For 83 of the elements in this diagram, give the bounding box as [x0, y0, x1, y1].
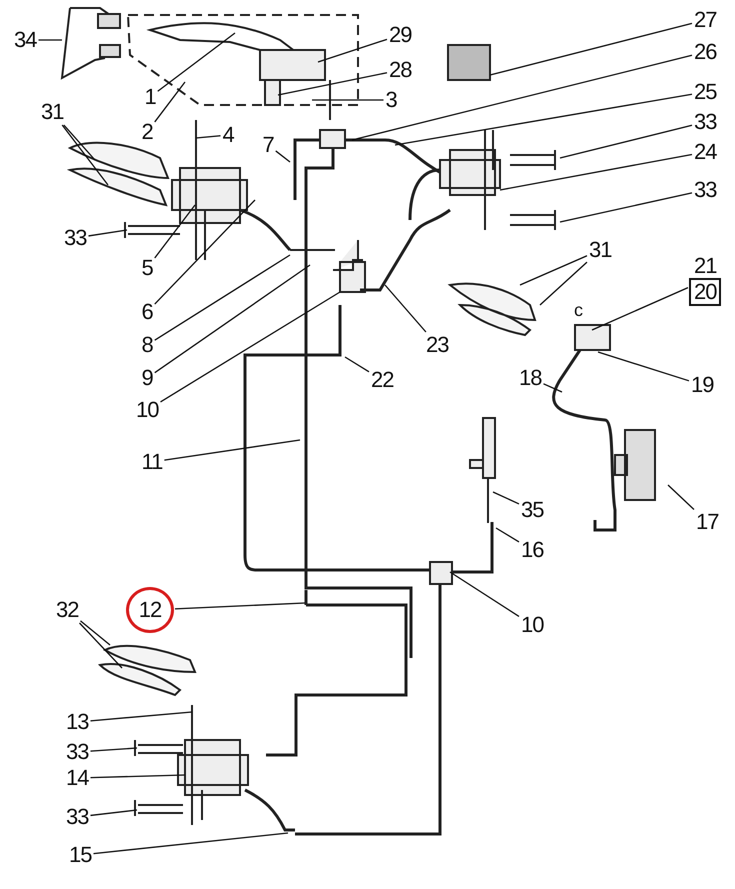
callout-number: 3	[384, 88, 398, 112]
callout-number: 31	[40, 100, 64, 124]
leader-line	[344, 356, 370, 372]
leader-line	[90, 711, 192, 722]
leader-line	[93, 832, 288, 854]
callout-number: 33	[693, 178, 718, 202]
callout-number: 33	[693, 110, 718, 134]
callout-number: 2	[140, 120, 154, 144]
leader-line	[352, 54, 692, 141]
callout-number: 7	[262, 133, 275, 157]
leader-line	[560, 192, 692, 223]
leader-line	[154, 200, 256, 305]
callout-number: 16	[520, 538, 544, 562]
part-letter: c	[574, 300, 583, 321]
callout-number: 32	[55, 598, 80, 622]
callout-number: 8	[140, 333, 154, 357]
callout-number: 27	[693, 8, 718, 32]
callout-number: 1	[144, 85, 157, 109]
callout-number: 22	[370, 368, 394, 392]
leader-line	[90, 809, 138, 816]
leader-line	[160, 291, 340, 402]
leader-line	[164, 439, 300, 461]
callout-number: 5	[140, 256, 154, 280]
callout-number: 33	[65, 740, 90, 764]
leader-line	[196, 135, 221, 139]
callout-number: 4	[222, 123, 235, 147]
callout-number: 23	[425, 333, 450, 357]
callout-number: 14	[65, 766, 90, 790]
leader-line	[90, 747, 138, 752]
leader-line	[598, 351, 690, 382]
callout-number: 33	[65, 805, 90, 829]
leader-line	[174, 602, 306, 610]
callout-number: 18	[518, 366, 542, 390]
leader-line	[490, 22, 692, 76]
leader-line	[90, 774, 186, 778]
callout-number: 33	[63, 226, 88, 250]
leader-line	[543, 383, 562, 393]
leader-line	[154, 254, 290, 341]
callout-number: 25	[693, 80, 718, 104]
callout-number: 15	[68, 843, 92, 867]
leader-line	[496, 527, 520, 543]
leader-line	[154, 264, 310, 374]
leader-line	[157, 32, 236, 92]
leader-line	[500, 154, 692, 191]
callout-number: 20	[689, 278, 722, 306]
leader-line	[278, 72, 388, 96]
leader-line	[592, 287, 688, 331]
leader-line	[154, 82, 186, 122]
callout-number: 24	[693, 140, 718, 164]
leader-line	[275, 150, 290, 163]
leader-line	[394, 94, 692, 146]
leader-line	[384, 284, 426, 332]
leader-line	[312, 99, 384, 101]
leader-line	[520, 255, 588, 286]
callout-number: 6	[140, 300, 154, 324]
callout-number: 12	[126, 587, 174, 633]
callout-number: 26	[693, 40, 718, 64]
leader-line	[318, 38, 388, 63]
callout-number: 35	[520, 498, 544, 522]
callout-number: 13	[65, 710, 90, 734]
leader-line	[80, 620, 110, 646]
callout-number: 9	[140, 366, 154, 390]
leader-line	[62, 124, 109, 186]
leader-line	[668, 484, 694, 510]
callout-number: 29	[388, 23, 412, 47]
leader-line	[63, 124, 96, 160]
leader-line	[450, 571, 520, 618]
leader-line	[560, 124, 692, 159]
callout-number: 17	[695, 510, 720, 534]
callout-number: 31	[588, 238, 612, 262]
leader-line	[88, 229, 128, 237]
callout-number: 19	[690, 373, 714, 397]
callout-number: 11	[140, 450, 164, 474]
leader-line	[492, 491, 520, 505]
callout-number: 28	[388, 58, 412, 82]
leader-line	[540, 262, 588, 306]
callout-number: 34	[13, 28, 38, 52]
callout-number: 21	[693, 254, 718, 278]
callout-number: 10	[520, 613, 544, 637]
callout-number: 10	[135, 398, 160, 422]
leader-line	[154, 204, 196, 258]
leader-line	[38, 39, 62, 41]
leader-line	[79, 622, 122, 668]
